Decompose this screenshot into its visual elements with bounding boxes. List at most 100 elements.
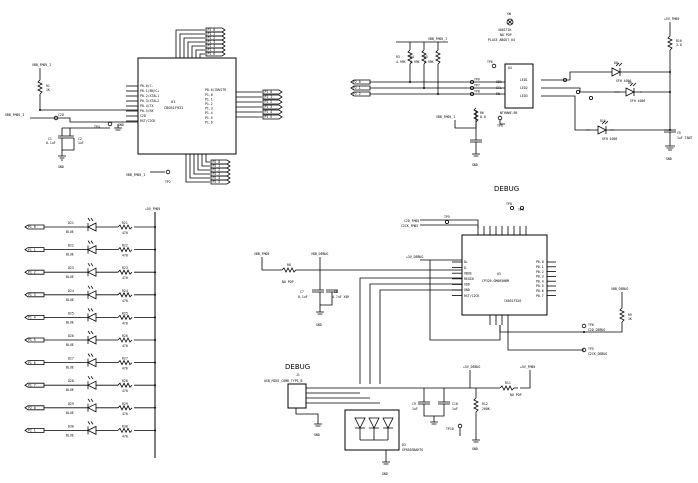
led-row-net: P2_0 [28,406,36,410]
driver-part: NTHUWE-9B [500,111,517,115]
mcu-net-c2ck: VBB_FM05_I [126,173,145,177]
debug-pin-right-label: P0.6 [536,289,544,293]
mcu-gnd2: GND [118,123,124,127]
driver-sw-note: NO POP [500,33,512,37]
mcu-right-port: P1_4 [262,109,283,115]
mcu-top-port: P1_2 [205,35,226,41]
port-flag [210,163,231,169]
led-row-res: R22 [122,244,128,248]
debug-mcu-right-pins: P0.0P0.1P0.2P0.3P0.4P0.5P0.6P0.7 [536,260,556,298]
mcu-c2ck-tp: TP2 [165,180,171,184]
port-flag [262,104,283,110]
port-flag-label: P1_2 [208,36,216,40]
usb-c-a: C9 [412,402,416,406]
mcu-pin-right-label: P0.6/CNVSTR [205,88,226,92]
mcu-reset-tp: TP4 [94,125,100,129]
led-row-res: R24 [122,289,128,293]
driver-ref: U4 [508,66,512,70]
esd-part: SP0503BAHTG [402,448,423,452]
led-row-val: 470 [122,231,128,235]
usb-c-a-val: 1uF [412,407,418,411]
port-flag [205,51,226,57]
usb-gnd2: GND [472,447,478,451]
mcu-top-port: P1_3 [205,39,226,45]
led-row-ref: D26 [68,334,74,338]
rgb-gnd: GND [666,157,672,161]
resistor-symbol [117,382,133,389]
esd-ref: D3 [402,443,406,447]
blue-led-symbol [87,290,97,300]
usb-r2-val: 200K [482,407,490,411]
led-row-net: P1_0 [28,225,36,229]
mcu-net-vbat: VBB_FM05_I [32,63,51,67]
rgb-led-ref: D10 [600,119,606,123]
driver-rail: VBB_FM05_I [428,37,447,41]
port-flag [262,109,283,115]
led-row-res: R29 [122,402,128,406]
debug-tp-right2: TP5 [588,347,594,351]
mcu-bottom-port: P2_3 [210,171,231,177]
debug-gnd: GND [316,323,322,327]
driver-res-ref: R3 [396,55,400,59]
usb-part: USB_MINI_COMB_TYPE_B [264,379,302,383]
debug-r-right: R9 [628,313,632,317]
debug-pin-right-label: P0.4 [536,279,544,283]
mcu-top-port: P1_0 [205,27,226,33]
led-row-val: 470 [122,321,128,325]
driver-tp-label: TP8 [474,90,480,94]
mcu-pin-left-label: P0.1/EN/C+ [140,89,159,93]
port-flag-label: P2_2 [213,168,221,172]
port-flag-label: P1_5 [208,48,216,52]
port-flag-label: P1_5 [265,115,273,119]
c2-symbol [66,135,74,139]
port-flag [262,89,283,95]
mcu-bottom-port: P2_4 [210,175,231,181]
driver-out-label: LED3 [520,94,528,98]
c1-symbol [58,135,66,139]
mcu-pin-left-label: P0.4/TX [140,104,154,108]
led-row-port [24,224,45,230]
mcu-top-bus [175,29,205,58]
led-row-ref: D29 [68,402,74,406]
mcu-right-port: P1_1 [262,94,283,100]
led-row-res: R28 [122,379,128,383]
led-row-color: BLUE [66,253,74,257]
resistor-symbol [117,291,133,298]
led-array-rail: +5V_FM05 [145,207,160,211]
driver-out-label: LED2 [520,86,528,90]
mcu-bottom-port: P2_0 [210,159,231,165]
rgb-r-val: 3.0 [676,43,682,47]
usb-r-val: NO POP [510,393,522,397]
port-flag [205,35,226,41]
driver-sw-part: 4061T1K [498,28,512,32]
led-row-color: BLUE [66,275,74,279]
debug-c-b: C8 [334,290,338,294]
mcu-pin-left-label: P0.3/XTAL2 [140,99,159,103]
led-row-port [24,405,45,411]
debug-pin-left-label: VBUS [464,271,472,275]
led-row-color: BLUE [66,433,74,437]
resistor-symbol [421,49,427,65]
led-row-ref: D25 [68,311,74,315]
blue-led-symbol [87,335,97,345]
blue-led-symbol [87,222,97,232]
r1-symbol [37,79,43,95]
mcu-pin-right-label: P1.5 [205,116,213,120]
usb-tp: TP10 [446,427,454,431]
debug-vbus: VBB_FM05 [254,252,269,256]
debug-r-right-val: 1K [628,317,632,321]
port-flag-label: P1_3 [208,40,216,44]
mcu-pin-right-label: P1.0 [205,93,213,97]
tp-mcu-c2d [53,115,59,121]
debug-pin-right-label: P0.5 [536,284,544,288]
rgb-led-part: SFH 4056 [602,137,617,141]
debug-pin-left-label: D+ [464,260,468,264]
driver-res-ref: R5 [424,55,428,59]
debug-pin-right-label: P0.3 [536,275,544,279]
